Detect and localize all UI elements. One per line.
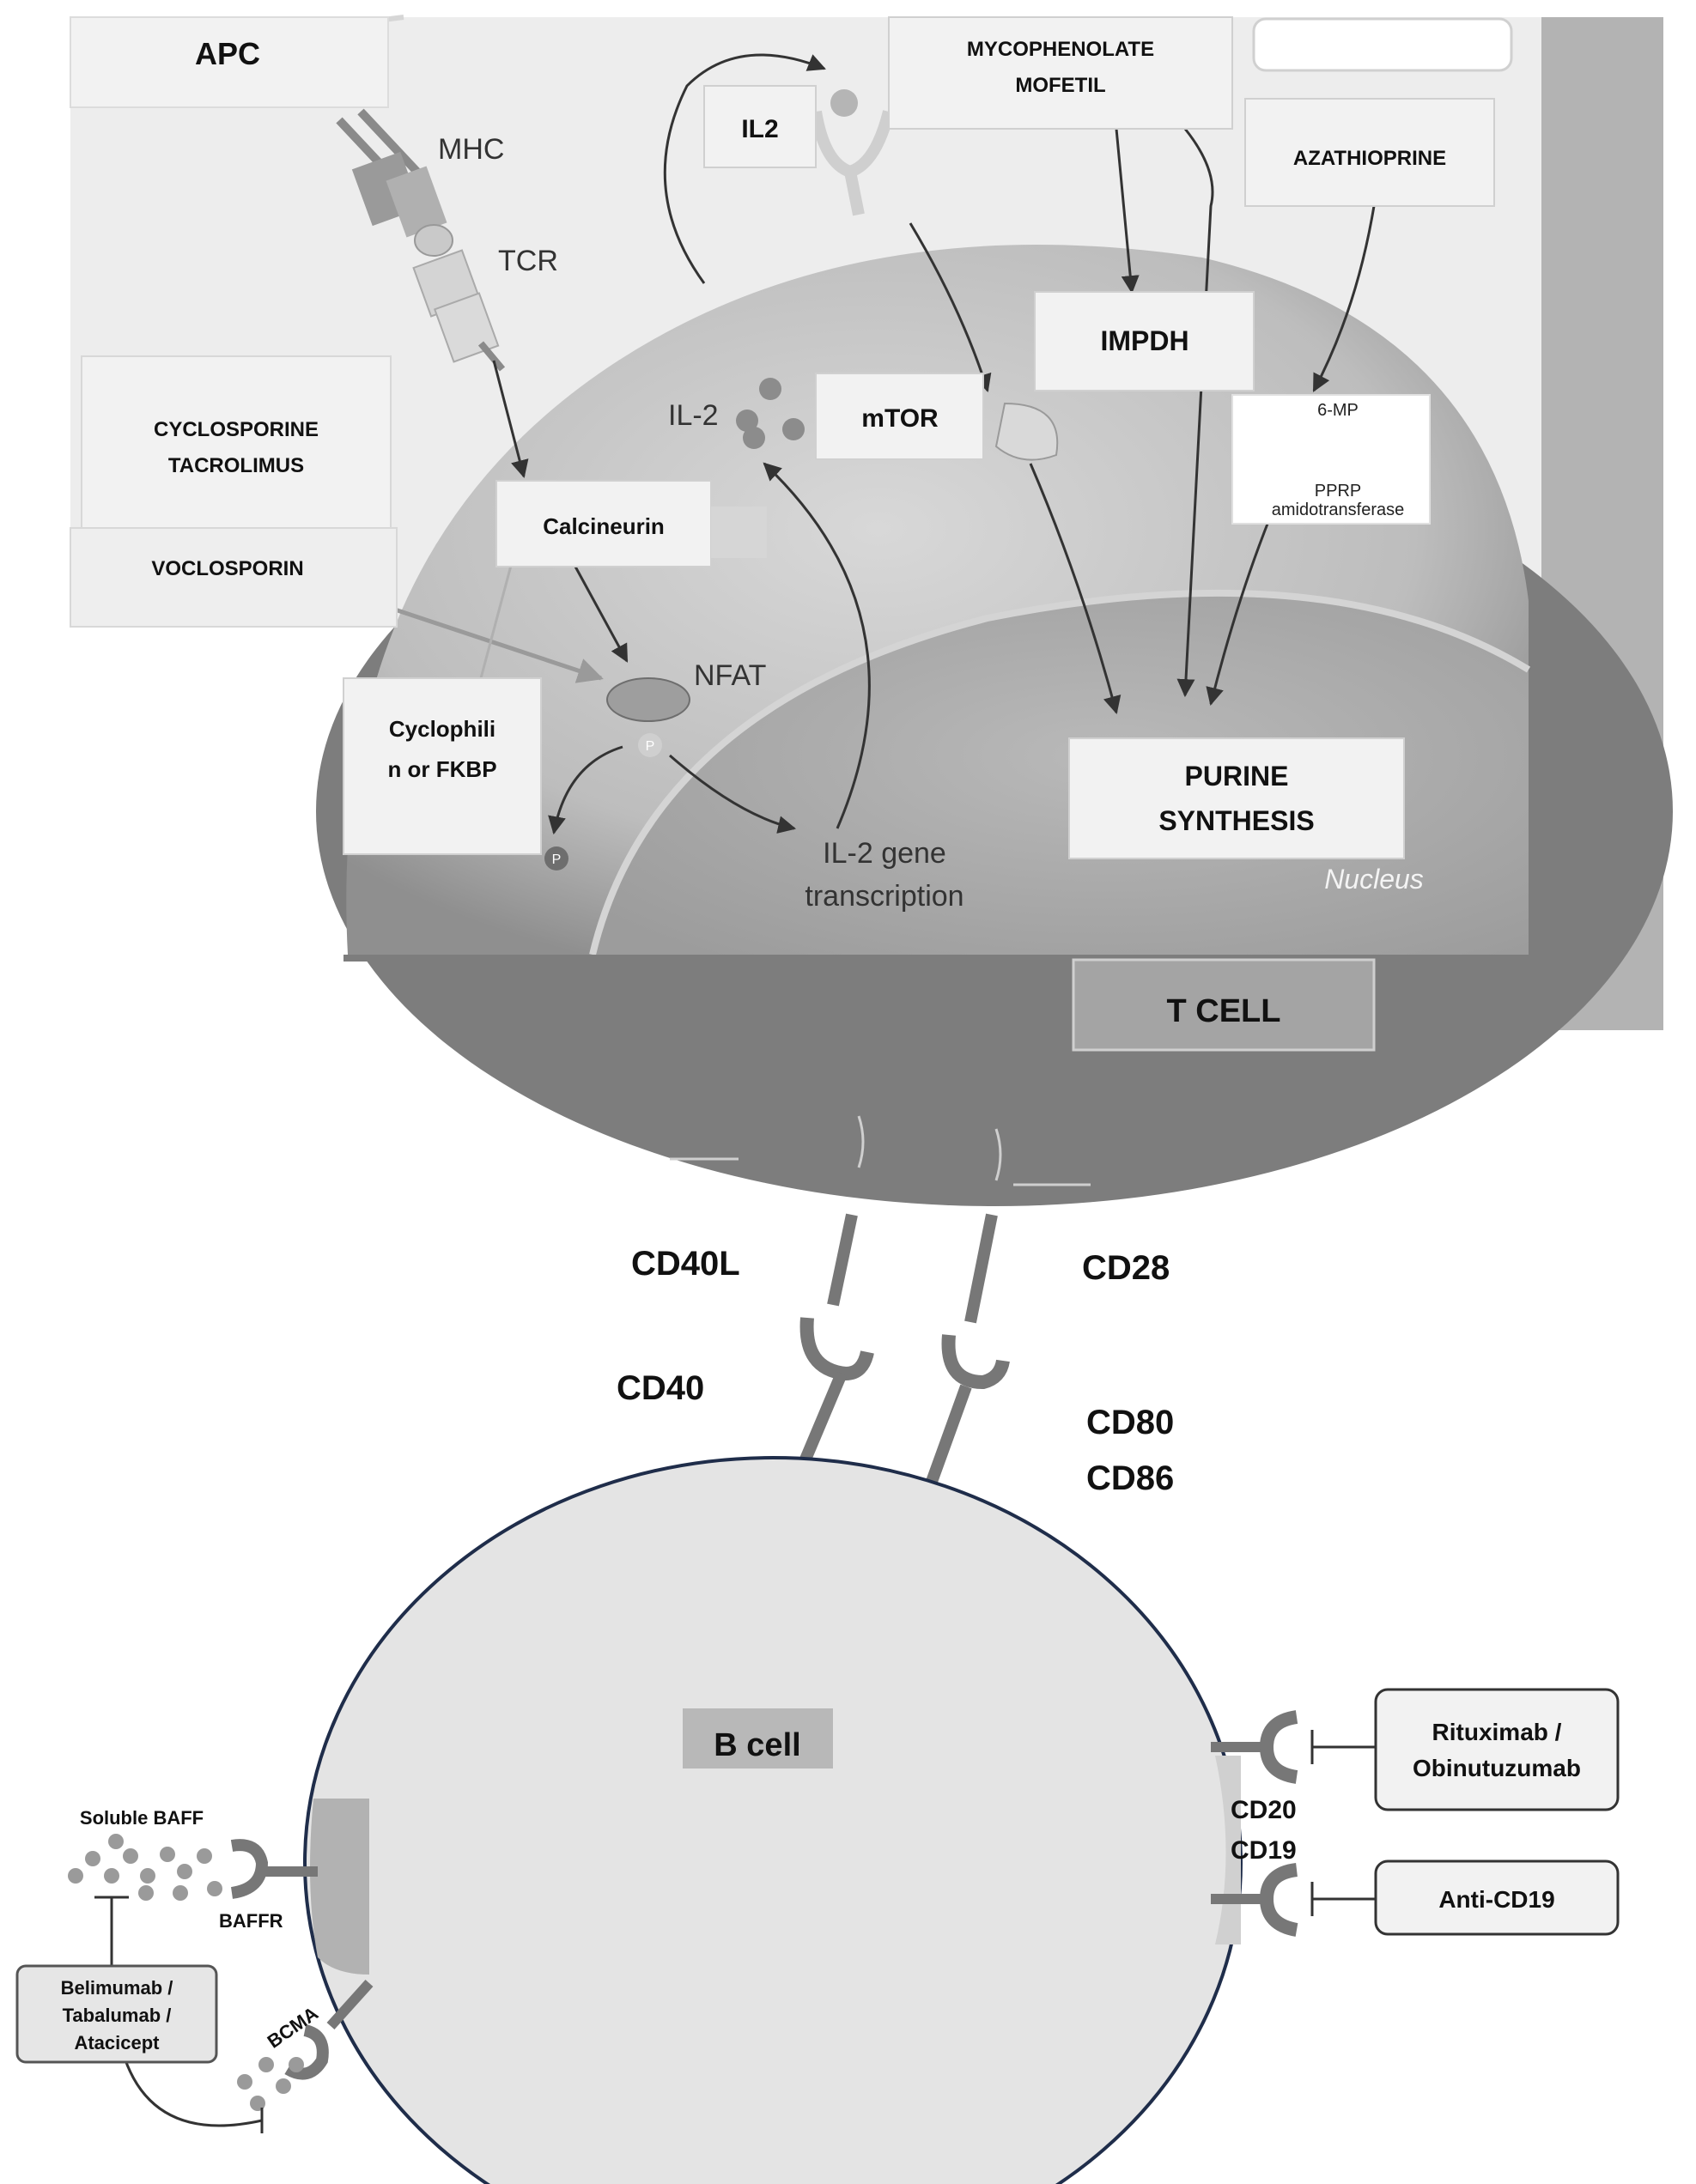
cyclophilin-line1: Cyclophili bbox=[389, 716, 495, 742]
bcma-ligands bbox=[237, 2057, 304, 2111]
belimumab-line1: Belimumab / bbox=[61, 1977, 173, 1999]
soluble-baff-label: Soluble BAFF bbox=[80, 1807, 204, 1829]
arrow-tcr-to-calcineurin bbox=[492, 360, 529, 479]
gene-line1: IL-2 gene bbox=[823, 837, 946, 870]
nucleus-label: Nucleus bbox=[1324, 864, 1424, 895]
six-mp-label: 6-MP bbox=[1317, 401, 1359, 420]
tcell-title-box: T CELL bbox=[1072, 958, 1376, 1052]
nfat-molecule: P bbox=[606, 677, 690, 757]
arrow-nfat-to-gene bbox=[669, 754, 797, 834]
voclosporin-box: VOCLOSPORIN bbox=[70, 527, 398, 628]
soluble-baff-molecules bbox=[68, 1834, 222, 1901]
cyclophilin-box: Cyclophili n or FKBP bbox=[343, 677, 542, 855]
cd40-label: CD40 bbox=[617, 1369, 704, 1407]
anti-cd19-box: Anti-CD19 bbox=[1374, 1859, 1620, 1936]
nfat-label: NFAT bbox=[694, 659, 766, 692]
tcr-label: TCR bbox=[498, 245, 558, 277]
azathioprine-label: AZATHIOPRINE bbox=[1293, 147, 1446, 170]
il2-label: IL-2 bbox=[668, 399, 719, 432]
calcineurin-box: Calcineurin bbox=[495, 480, 767, 567]
azathioprine-box: AZATHIOPRINE bbox=[1244, 98, 1495, 207]
mycophenolate-box: MYCOPHENOLATE MOFETIL bbox=[888, 16, 1233, 130]
arrow-aza-to-6mp bbox=[1312, 205, 1376, 392]
voclosporin-label: VOCLOSPORIN bbox=[151, 557, 303, 580]
bcma-receptor bbox=[284, 1979, 374, 2080]
purine-line2: SYNTHESIS bbox=[1158, 805, 1314, 836]
cyclosporine-box: CYCLOSPORINE TACROLIMUS bbox=[81, 355, 392, 529]
belimumab-line3: Atacicept bbox=[74, 2032, 160, 2054]
cd86-label: CD86 bbox=[1086, 1459, 1174, 1497]
bcell-title-box: B cell bbox=[683, 1708, 833, 1768]
purine-line1: PURINE bbox=[1185, 761, 1289, 792]
cyclosporine-line2: TACROLIMUS bbox=[168, 454, 304, 477]
mhc-label: MHC bbox=[438, 133, 504, 166]
cd28-label: CD28 bbox=[1082, 1249, 1170, 1287]
pprp-line1: PPRP bbox=[1315, 482, 1361, 500]
free-phosphate: P bbox=[544, 846, 568, 871]
tcell-surface-marks bbox=[670, 1115, 1091, 1186]
arrow-mtor-to-purine bbox=[1029, 463, 1122, 715]
il2-gene-label-group: IL-2 gene transcription bbox=[805, 837, 963, 913]
il2-box: IL2 bbox=[703, 85, 817, 168]
cyclophilin-line2: n or FKBP bbox=[387, 756, 496, 782]
arrow-mmf-to-purine bbox=[1176, 128, 1214, 698]
il2-molecules bbox=[736, 378, 805, 449]
cd20-label: CD20 bbox=[1231, 1796, 1297, 1824]
arrow-receptor-to-mtor bbox=[909, 222, 992, 393]
calcineurin-label: Calcineurin bbox=[543, 513, 665, 539]
mtor-label: mTOR bbox=[861, 404, 939, 433]
mtor-box: mTOR bbox=[815, 373, 984, 460]
arrow-il2-loop bbox=[663, 53, 826, 284]
anti-cd19-label: Anti-CD19 bbox=[1438, 1886, 1554, 1913]
pprp-box: 6-MP PPRP amidotransferase bbox=[1231, 394, 1431, 525]
arrow-gene-to-il2 bbox=[763, 462, 871, 829]
baffr-label: BAFFR bbox=[219, 1910, 283, 1932]
baff-inhibition bbox=[94, 1896, 264, 2133]
il2-receptor bbox=[810, 89, 895, 216]
baffr-receptor bbox=[230, 1839, 318, 1899]
belimumab-line2: Tabalumab / bbox=[63, 2005, 172, 2026]
cd20-receptor bbox=[1211, 1710, 1298, 1784]
impdh-box: IMPDH bbox=[1034, 291, 1255, 391]
rituximab-inhibition bbox=[1310, 1730, 1376, 1764]
tcell-title: T CELL bbox=[1167, 993, 1281, 1029]
rituximab-box: Rituximab / Obinutuzumab bbox=[1374, 1688, 1620, 1811]
arrow-mmf-to-impdh bbox=[1115, 128, 1140, 294]
mhc-tcr-complex bbox=[336, 108, 506, 372]
apc-title-box: APC bbox=[70, 16, 389, 108]
free-phospho-label: P bbox=[552, 852, 562, 867]
bcell-title: B cell bbox=[714, 1727, 800, 1763]
pprp-line2: amidotransferase bbox=[1272, 500, 1405, 519]
b-cell bbox=[303, 1456, 1243, 2184]
gene-line2: transcription bbox=[805, 880, 963, 913]
anti-cd19-inhibition bbox=[1310, 1882, 1376, 1916]
rituximab-line1: Rituximab / bbox=[1432, 1719, 1562, 1745]
mtor-partner-shape bbox=[994, 402, 1059, 461]
arrow-nfat-to-p bbox=[548, 745, 623, 835]
arrow-calcineurin-to-nfat bbox=[574, 566, 629, 663]
mycophenolate-line1: MYCOPHENOLATE bbox=[967, 38, 1154, 61]
cd40l-label: CD40L bbox=[631, 1245, 740, 1283]
il2-box-label: IL2 bbox=[741, 115, 778, 143]
purine-box: PURINE SYNTHESIS bbox=[1068, 737, 1405, 859]
arrow-pprp-to-purine bbox=[1206, 514, 1273, 707]
cd19-label: CD19 bbox=[1231, 1836, 1297, 1865]
cd19-receptor bbox=[1211, 1863, 1298, 1937]
nfat-phospho-label: P bbox=[646, 739, 655, 754]
rituximab-line2: Obinutuzumab bbox=[1413, 1755, 1581, 1781]
cd80-label: CD80 bbox=[1086, 1404, 1174, 1441]
pathway-arrows bbox=[492, 53, 1376, 835]
mycophenolate-line2: MOFETIL bbox=[1015, 74, 1105, 97]
cyclosporine-line1: CYCLOSPORINE bbox=[154, 418, 319, 441]
impdh-label: IMPDH bbox=[1100, 325, 1188, 356]
apc-title: APC bbox=[195, 36, 260, 71]
belimumab-box: Belimumab / Tabalumab / Atacicept bbox=[15, 1964, 218, 2064]
